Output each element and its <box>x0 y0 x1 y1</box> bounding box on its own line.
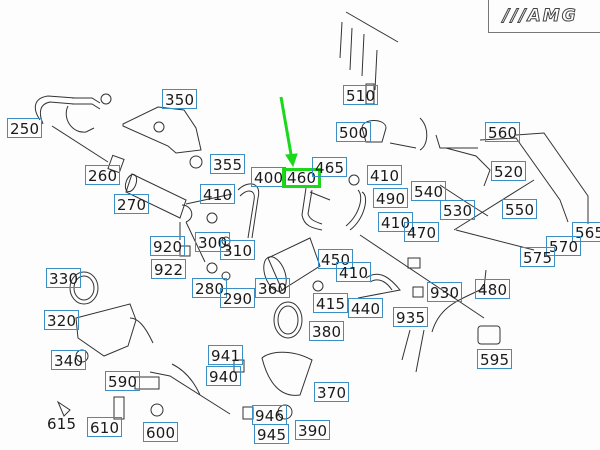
part-label[interactable]: 415 <box>313 293 349 313</box>
shield-320-drawing <box>69 271 137 357</box>
hose-460-drawing <box>301 187 323 231</box>
part-label[interactable]: 330 <box>46 268 82 288</box>
part-label[interactable]: 615 <box>47 415 77 433</box>
part-label[interactable]: 250 <box>7 118 43 138</box>
hose-490-drawing <box>345 189 366 231</box>
part-label[interactable]: 922 <box>151 259 187 279</box>
part-label[interactable]: 340 <box>51 350 87 370</box>
part-label[interactable]: 355 <box>210 154 246 174</box>
part-label[interactable]: 560 <box>485 122 521 142</box>
part-label[interactable]: 360 <box>255 278 291 298</box>
part-label[interactable]: 610 <box>87 417 123 437</box>
shield-370-drawing <box>261 351 313 396</box>
part-label[interactable]: 940 <box>206 366 242 386</box>
part-label[interactable]: 470 <box>404 222 440 242</box>
part-label[interactable]: 410 <box>200 184 236 204</box>
hoses-right-drawing <box>359 117 589 373</box>
part-label[interactable]: 500 <box>336 122 372 142</box>
part-label[interactable]: 600 <box>143 422 179 442</box>
part-label[interactable]: 400 <box>251 167 287 187</box>
part-label[interactable]: 946 <box>252 405 288 425</box>
part-label[interactable]: 920 <box>150 236 186 256</box>
part-label[interactable]: 575 <box>520 247 556 267</box>
part-label[interactable]: 410 <box>367 165 403 185</box>
part-label[interactable]: 510 <box>343 85 379 105</box>
pump-270-drawing <box>107 154 233 263</box>
bracket-350-drawing <box>122 106 203 169</box>
part-label-highlighted[interactable]: 460 <box>282 168 322 188</box>
part-label[interactable]: 941 <box>208 345 244 365</box>
part-label[interactable]: 565 <box>572 222 600 242</box>
part-label[interactable]: 520 <box>491 161 527 181</box>
part-label[interactable]: 310 <box>220 240 256 260</box>
part-label[interactable]: 935 <box>393 307 429 327</box>
ring-380-inner <box>277 305 299 335</box>
part-label[interactable]: 440 <box>348 298 384 318</box>
part-label[interactable]: 590 <box>105 371 141 391</box>
part-label[interactable]: 540 <box>411 181 447 201</box>
part-label[interactable]: 490 <box>373 188 409 208</box>
part-label[interactable]: 350 <box>162 89 198 109</box>
bracket-595-drawing <box>477 325 501 345</box>
part-label[interactable]: 270 <box>114 194 150 214</box>
part-label[interactable]: 530 <box>440 200 476 220</box>
hose-400-drawing <box>237 183 260 239</box>
harness-590-drawing <box>56 317 231 420</box>
hose-250-drawing <box>34 93 112 163</box>
part-label[interactable]: 945 <box>254 424 290 444</box>
canister-360-drawing <box>263 237 321 292</box>
part-label[interactable]: 380 <box>309 321 345 341</box>
part-label[interactable]: 550 <box>502 199 538 219</box>
part-label[interactable]: 390 <box>295 420 331 440</box>
part-label[interactable]: 410 <box>336 262 372 282</box>
amg-logo: ///AMG <box>488 0 600 33</box>
part-label[interactable]: 290 <box>220 288 256 308</box>
part-label[interactable]: 320 <box>44 310 80 330</box>
highlight-arrow-icon <box>279 96 298 168</box>
part-label[interactable]: 300 <box>195 232 231 252</box>
amg-logo-text: ///AMG <box>503 6 578 27</box>
part-label[interactable]: 370 <box>314 382 350 402</box>
part-label[interactable]: 260 <box>85 165 121 185</box>
part-label[interactable]: 570 <box>546 236 582 256</box>
part-label[interactable]: 450 <box>318 249 354 269</box>
hose-465-drawing <box>309 191 331 201</box>
part-label[interactable]: 595 <box>477 349 513 369</box>
part-label[interactable]: 465 <box>312 157 348 177</box>
part-label[interactable]: 480 <box>475 279 511 299</box>
ring-380-drawing <box>273 301 303 339</box>
part-label[interactable]: 930 <box>427 282 463 302</box>
